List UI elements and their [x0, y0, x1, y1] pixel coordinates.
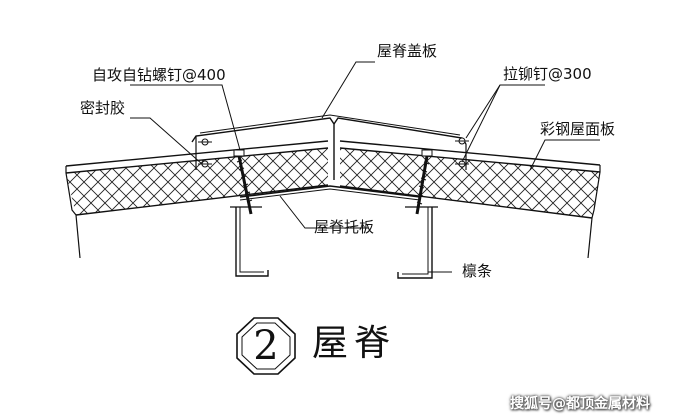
label-ridge-cover: 屋脊盖板	[377, 42, 438, 60]
right-roof-panel	[339, 140, 601, 259]
label-color-steel-roof: 彩钢屋面板	[540, 120, 616, 138]
ridge-support-plate	[239, 185, 421, 201]
label-purlin: 檩条	[462, 262, 493, 280]
left-purlin	[230, 206, 269, 277]
label-ridge-support: 屋脊托板	[314, 218, 375, 236]
title-number-octagon	[236, 317, 296, 375]
left-roof-panel	[65, 140, 329, 259]
right-purlin	[397, 206, 438, 279]
title-text: 屋脊	[312, 323, 397, 364]
title-number: 2	[253, 323, 279, 369]
right-self-drilling-screw	[415, 149, 433, 215]
label-rivet: 拉铆钉@300	[503, 65, 592, 83]
label-sealant: 密封胶	[80, 99, 126, 117]
watermark: 搜狐号@都顶金属材料	[510, 396, 650, 412]
leader-lines	[130, 61, 600, 273]
left-rivets	[198, 138, 212, 168]
label-self-drilling-screw: 自攻自钻螺钉@400	[92, 66, 226, 84]
left-self-drilling-screw	[233, 149, 253, 215]
